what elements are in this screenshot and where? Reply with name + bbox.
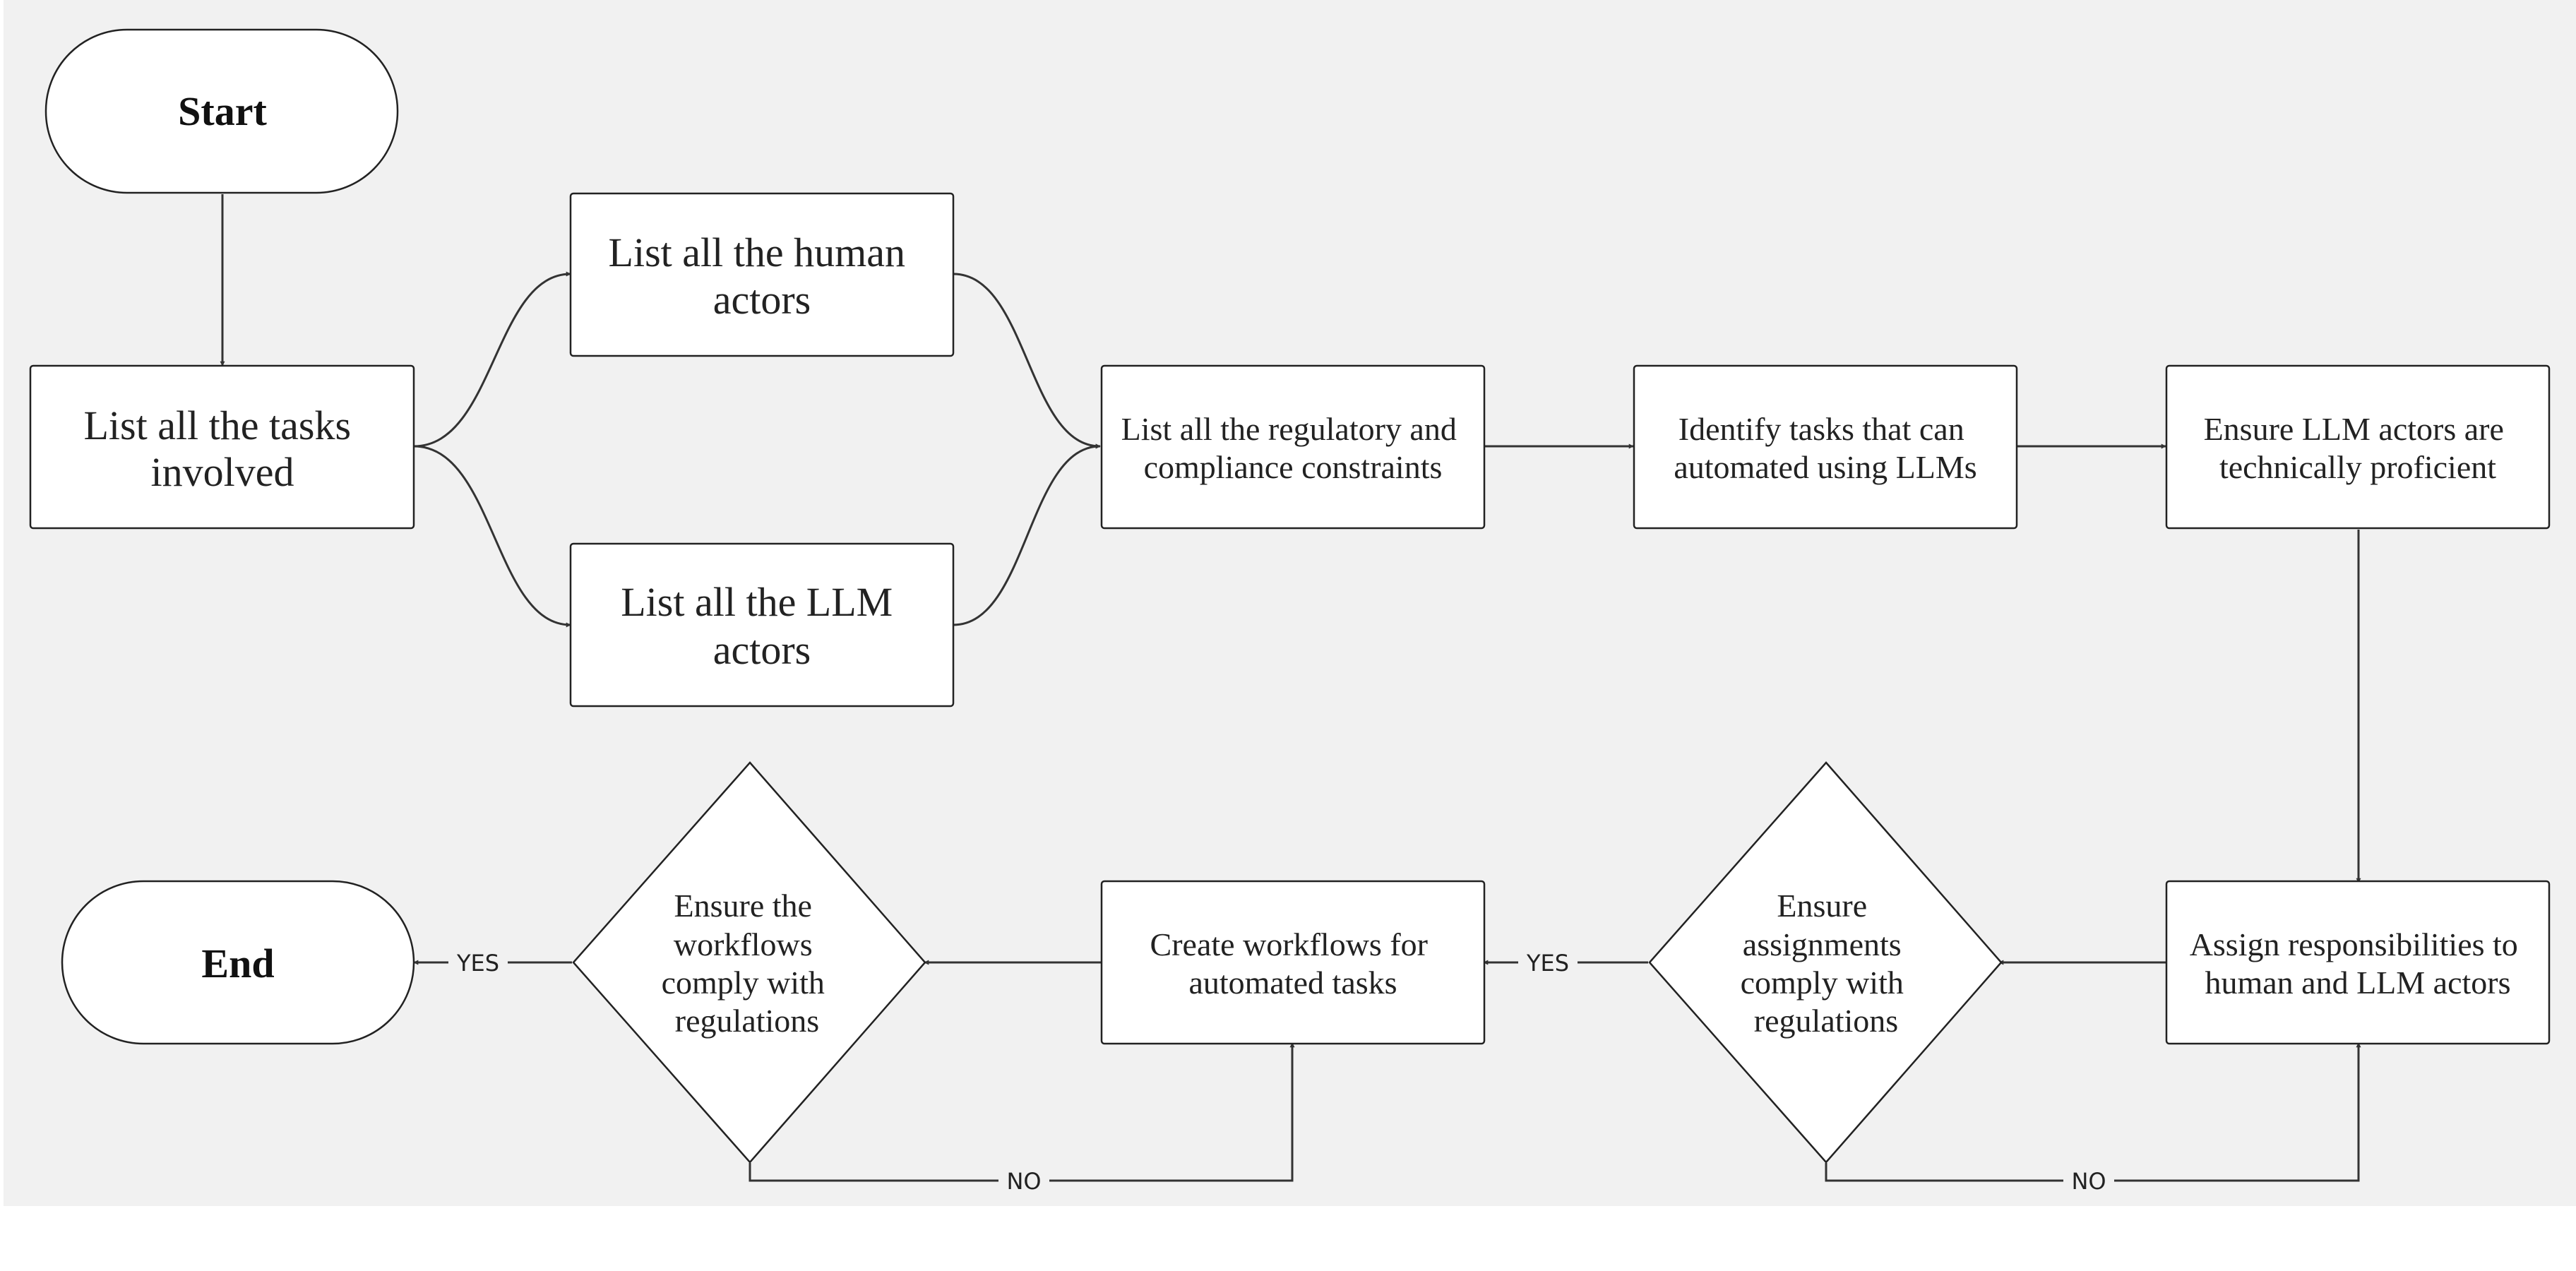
edge-tasks-to-llm-actors — [413, 445, 571, 628]
svg-text:List all the LLM actors: List all the LLM actors — [621, 579, 903, 673]
node-llm-actors: List all the LLM actors — [569, 542, 955, 708]
decision-assignments-line-4: regulations — [1754, 1003, 1898, 1039]
decision-workflows-line-1: Ensure the — [674, 888, 812, 924]
end-label: End — [201, 941, 274, 986]
node-regulatory-line-1: List all the regulatory and — [1121, 411, 1457, 447]
node-ensure-llm-line-2: technically proficient — [2219, 449, 2496, 485]
svg-text:Assign responsibilities to: Assign responsibilities to human and LLM… — [2190, 926, 2527, 1001]
svg-text:List all the regulatory and: List all the regulatory and compliance c… — [1121, 411, 1465, 485]
decision-assignments-line-2: assignments — [1743, 926, 1902, 962]
node-assign-line-2: human and LLM actors — [2205, 965, 2510, 1001]
svg-text:List all the tasks invol: List all the tasks involved — [83, 402, 361, 495]
edge-human-to-regulatory — [953, 273, 1101, 449]
node-identify-line-2: automated using LLMs — [1674, 449, 1976, 485]
decision-workflows-line-3: comply with — [662, 965, 825, 1001]
node-create-workflows: Create workflows for automated tasks — [1100, 880, 1486, 1045]
svg-text:Identify tasks that can: Identify tasks that can automated using … — [1674, 411, 1976, 485]
edge-tasks-to-human-actors — [413, 271, 571, 448]
node-ensure-llm-proficient: Ensure LLM actors are technically profic… — [2165, 364, 2551, 530]
edge-labels: YES YES NO NO — [448, 948, 2114, 1195]
svg-text:Ensure the workflows: Ensure the workflows comply with regulat… — [662, 888, 833, 1039]
no-label: NO — [1006, 1168, 1041, 1195]
node-human-actors-line-2: actors — [713, 277, 811, 323]
node-identify-line-1: Identify tasks that can — [1678, 411, 1964, 447]
node-ensure-llm-line-1: Ensure LLM actors are — [2204, 411, 2504, 447]
start-label: Start — [178, 88, 267, 134]
svg-text:Ensure LLM actors are te: Ensure LLM actors are technically profic… — [2204, 411, 2512, 485]
decision-assignments-line-1: Ensure — [1777, 888, 1867, 924]
node-create-workflows-line-2: automated tasks — [1188, 965, 1397, 1001]
end-terminator: End — [61, 880, 415, 1045]
node-human-actors-line-1: List all the human — [609, 229, 905, 275]
no-label: NO — [2071, 1168, 2106, 1195]
decision-assignments-line-3: comply with — [1741, 965, 1904, 1001]
node-create-workflows-line-1: Create workflows for — [1150, 926, 1428, 962]
node-list-tasks-line-1: List all the tasks — [83, 402, 351, 448]
decision-workflows-line-4: regulations — [675, 1003, 819, 1039]
node-regulatory-constraints: List all the regulatory and compliance c… — [1100, 364, 1486, 530]
decision-ensure-workflows: Ensure the workflows comply with regulat… — [572, 761, 926, 1164]
node-assign-line-1: Assign responsibilities to — [2190, 926, 2518, 962]
decision-ensure-assignments: Ensure assignments comply with regulatio… — [1648, 761, 2003, 1164]
node-human-actors: List all the human actors — [569, 192, 955, 357]
node-llm-actors-line-1: List all the LLM — [621, 579, 893, 625]
svg-text:Ensure assignments: Ensure assignments comply with regulatio… — [1741, 888, 1912, 1039]
yes-label: YES — [1526, 950, 1569, 977]
yes-label: YES — [456, 950, 499, 977]
node-llm-actors-line-2: actors — [713, 627, 811, 673]
node-list-tasks: List all the tasks involved — [29, 364, 415, 530]
decision-workflows-line-2: workflows — [674, 926, 813, 962]
node-regulatory-line-2: compliance constraints — [1144, 449, 1443, 485]
node-list-tasks-line-2: involved — [151, 449, 294, 495]
svg-text:List all the human actor: List all the human actors — [609, 229, 916, 323]
node-assign-responsibilities: Assign responsibilities to human and LLM… — [2165, 880, 2551, 1045]
svg-text:Create workflows for aut: Create workflows for automated tasks — [1150, 926, 1436, 1001]
start-terminator: Start — [44, 28, 399, 194]
edge-llm-to-regulatory — [953, 443, 1101, 626]
node-identify-tasks: Identify tasks that can automated using … — [1633, 364, 2018, 530]
